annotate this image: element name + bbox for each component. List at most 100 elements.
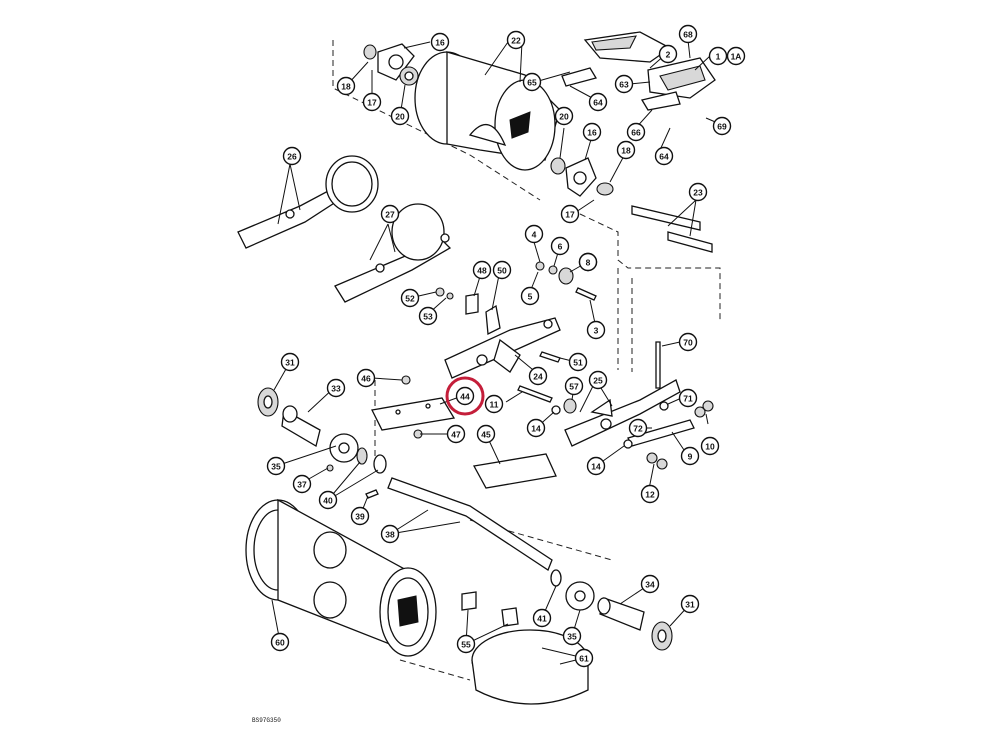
callout-number: 69 xyxy=(717,122,727,132)
callout-number: 6 xyxy=(558,242,563,252)
callout-35: 35 xyxy=(266,456,286,476)
callout-number: 45 xyxy=(481,430,491,440)
callout-circle xyxy=(678,24,698,44)
callout-circle xyxy=(532,608,552,628)
callout-circle xyxy=(658,44,678,64)
part-71-washer xyxy=(659,401,669,411)
part-24-arm xyxy=(444,317,561,379)
callout-number: 14 xyxy=(591,462,601,472)
callout-circle xyxy=(282,146,302,166)
part-38-shaft xyxy=(387,477,553,571)
callout-18: 18 xyxy=(616,140,636,160)
callout-52: 52 xyxy=(400,288,420,308)
callout-circle xyxy=(586,320,606,340)
figure-code: BS97G350 xyxy=(252,717,281,724)
part-70-bolt xyxy=(655,341,661,389)
callout-51: 51 xyxy=(568,352,588,372)
callout-circle xyxy=(446,424,466,444)
callout-72: 72 xyxy=(628,418,648,438)
part-34-hub xyxy=(597,597,645,631)
callout-number: 66 xyxy=(631,128,641,138)
callout-41: 41 xyxy=(532,608,552,628)
callout-number: 71 xyxy=(683,394,693,404)
callout-circle xyxy=(550,236,570,256)
callout-number: 8 xyxy=(586,258,591,268)
callout-65: 65 xyxy=(522,72,542,92)
callout-circle xyxy=(455,386,475,406)
callout-6: 6 xyxy=(550,236,570,256)
callout-circle xyxy=(562,626,582,646)
callout-number: 1A xyxy=(731,52,742,62)
part-52-53-hardware xyxy=(435,287,454,300)
part-51-bolt xyxy=(539,351,561,363)
callout-17: 17 xyxy=(560,204,580,224)
callout-44: 44 xyxy=(455,386,475,406)
callout-31: 31 xyxy=(280,352,300,372)
callout-circle xyxy=(680,446,700,466)
callout-38: 38 xyxy=(380,524,400,544)
callout-number: 16 xyxy=(435,38,445,48)
callout-37: 37 xyxy=(292,474,312,494)
callout-1A: 1A xyxy=(726,46,746,66)
part-46-nut xyxy=(401,375,411,385)
callout-circle xyxy=(318,490,338,510)
callout-64: 64 xyxy=(588,92,608,112)
callout-69: 69 xyxy=(712,116,732,136)
callout-number: 24 xyxy=(533,372,543,382)
callout-number: 27 xyxy=(385,210,395,220)
callout-number: 18 xyxy=(621,146,631,156)
callout-circle xyxy=(506,30,526,50)
callout-47: 47 xyxy=(446,424,466,444)
part-22-drum xyxy=(414,51,561,171)
part-hardware-group-3-8 xyxy=(535,261,597,301)
callout-4: 4 xyxy=(524,224,544,244)
callout-circle xyxy=(270,632,290,652)
callout-31: 31 xyxy=(680,594,700,614)
part-31-bearing-left xyxy=(257,387,279,417)
callout-11: 11 xyxy=(484,394,504,414)
callout-33: 33 xyxy=(326,378,346,398)
callout-number: 37 xyxy=(297,480,307,490)
callout-circle xyxy=(390,106,410,126)
callout-circle xyxy=(380,524,400,544)
callout-number: 17 xyxy=(367,98,377,108)
callout-number: 2 xyxy=(666,50,671,60)
callout-number: 57 xyxy=(569,382,579,392)
callout-circle xyxy=(726,46,746,66)
callout-number: 63 xyxy=(619,80,629,90)
callout-circle xyxy=(616,140,636,160)
callout-circle xyxy=(362,92,382,112)
callout-number: 35 xyxy=(271,462,281,472)
callout-circle xyxy=(586,456,606,476)
part-18-collar-right xyxy=(596,182,614,196)
callout-number: 1 xyxy=(716,52,721,62)
callout-number: 17 xyxy=(565,210,575,220)
callout-61: 61 xyxy=(574,648,594,668)
callout-circle xyxy=(492,260,512,280)
callout-63: 63 xyxy=(614,74,634,94)
callout-number: 4 xyxy=(532,230,537,240)
callout-circle xyxy=(472,260,492,280)
callout-26: 26 xyxy=(282,146,302,166)
callout-circle xyxy=(430,32,450,52)
callout-8: 8 xyxy=(578,252,598,272)
callout-number: 31 xyxy=(685,600,695,610)
part-45-plate xyxy=(472,453,557,489)
callout-17: 17 xyxy=(362,92,382,112)
callout-number: 48 xyxy=(477,266,487,276)
callout-68: 68 xyxy=(678,24,698,44)
callout-circle xyxy=(350,506,370,526)
callout-circle xyxy=(380,204,400,224)
callout-circle xyxy=(280,352,300,372)
callout-circle xyxy=(614,74,634,94)
callout-24: 24 xyxy=(528,366,548,386)
callout-12: 12 xyxy=(640,484,660,504)
callout-number: 64 xyxy=(593,98,603,108)
callout-number: 16 xyxy=(587,128,597,138)
callout-circle xyxy=(574,648,594,668)
callout-number: 51 xyxy=(573,358,583,368)
callout-circle xyxy=(708,46,728,66)
callout-70: 70 xyxy=(678,332,698,352)
callout-16: 16 xyxy=(430,32,450,52)
